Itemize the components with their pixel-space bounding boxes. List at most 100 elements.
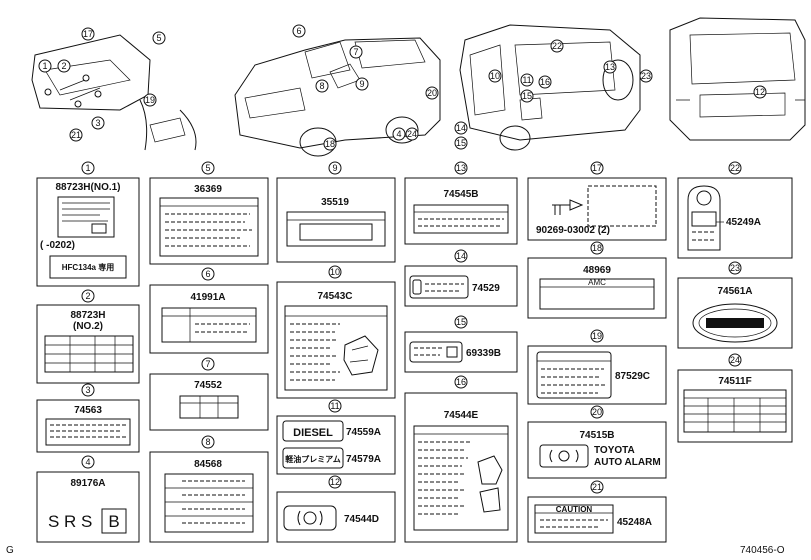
svg-text:41991A: 41991A: [190, 292, 225, 303]
svg-text:CAUTION: CAUTION: [556, 505, 593, 514]
panel-16: 16 74544E: [404, 375, 518, 543]
callout-6: 6: [292, 24, 306, 38]
svg-text:23: 23: [730, 263, 740, 273]
panel-20: 20 74515B TOYOTA AUTO ALARM: [527, 405, 667, 479]
illustration-vehicle-rear-open: [459, 24, 641, 151]
illustration-vehicle-rear: [669, 17, 806, 141]
svg-text:1: 1: [85, 163, 90, 173]
panel-15: 15 69339B: [404, 315, 518, 373]
svg-text:16: 16: [540, 77, 550, 87]
svg-text:9: 9: [332, 163, 337, 173]
svg-text:8: 8: [319, 81, 324, 91]
svg-text:88723H(NO.1): 88723H(NO.1): [55, 182, 120, 193]
panel-8: 8 84568: [149, 435, 269, 543]
panel-7: 7 74552: [149, 357, 269, 431]
svg-text:2: 2: [85, 291, 90, 301]
svg-text:1: 1: [42, 61, 47, 71]
callout-22: 22: [550, 39, 564, 53]
panel-19: 19 87529C: [527, 329, 667, 405]
svg-text:74552: 74552: [194, 380, 222, 391]
svg-text:74563: 74563: [74, 405, 102, 416]
svg-text:48969: 48969: [583, 265, 611, 276]
svg-text:10: 10: [330, 267, 340, 277]
svg-text:4: 4: [396, 129, 401, 139]
callout-25: 15: [454, 136, 468, 150]
panel-9: 9 35519: [276, 161, 396, 263]
svg-text:16: 16: [456, 377, 466, 387]
svg-text:45248A: 45248A: [617, 517, 652, 528]
callout-1: 1: [38, 59, 52, 73]
svg-text:74515B: 74515B: [579, 430, 614, 441]
svg-text:74579A: 74579A: [346, 454, 381, 465]
svg-text:12: 12: [755, 87, 765, 97]
svg-text:84568: 84568: [194, 459, 222, 470]
svg-text:3: 3: [85, 385, 90, 395]
panel-18: 18 48969 AMC: [527, 241, 667, 319]
svg-text:TOYOTA: TOYOTA: [594, 445, 635, 456]
svg-text:2: 2: [61, 61, 66, 71]
svg-text:13: 13: [605, 62, 615, 72]
callout-5: 5: [152, 31, 166, 45]
panel-3: 3 74563: [36, 383, 140, 453]
svg-text:15: 15: [456, 138, 466, 148]
callout-9: 9: [355, 77, 369, 91]
svg-text:19: 19: [592, 331, 602, 341]
svg-text:6: 6: [205, 269, 210, 279]
svg-text:88723H: 88723H: [70, 310, 105, 321]
panel-10: 10 74543C: [276, 265, 396, 399]
svg-text:4: 4: [85, 457, 90, 467]
panel-17: 17 90269-03002 (2): [527, 161, 667, 241]
svg-text:HFC134a 専用: HFC134a 専用: [62, 262, 114, 272]
svg-text:9: 9: [359, 79, 364, 89]
svg-text:21: 21: [592, 482, 602, 492]
svg-text:36369: 36369: [194, 184, 222, 195]
callout-4: 4: [392, 127, 406, 141]
svg-text:6: 6: [296, 26, 301, 36]
panel-2: 2 88723H (NO.2): [36, 289, 140, 384]
svg-text:DIESEL: DIESEL: [293, 427, 333, 439]
svg-text:(NO.2): (NO.2): [73, 321, 103, 332]
panel-22: 22 45249A: [677, 161, 793, 259]
illustration-engine-hood: [31, 34, 197, 151]
svg-text:21: 21: [71, 130, 81, 140]
panel-4: 4 89176A S R S B: [36, 455, 140, 543]
svg-text:17: 17: [592, 163, 602, 173]
panel-23: 23 74561A: [677, 261, 793, 349]
svg-text:23: 23: [641, 71, 651, 81]
svg-text:15: 15: [522, 91, 532, 101]
footer-left-mark: G: [6, 545, 14, 556]
svg-text:90269-03002 (2): 90269-03002 (2): [536, 225, 610, 236]
panel-21: 21 CAUTION 45248A: [527, 480, 667, 543]
svg-text:74529: 74529: [472, 283, 500, 294]
figure-code: 740456-O: [740, 545, 785, 556]
callout-8: 8: [315, 79, 329, 93]
svg-text:69339B: 69339B: [466, 348, 501, 359]
svg-text:45249A: 45249A: [726, 217, 761, 228]
callout-13: 13: [603, 60, 617, 74]
callout-15: 15: [520, 89, 534, 103]
svg-text:74545B: 74545B: [443, 189, 478, 200]
callout-3: 3: [91, 116, 105, 130]
callout-2: 2: [57, 59, 71, 73]
svg-text:22: 22: [730, 163, 740, 173]
svg-text:18: 18: [592, 243, 602, 253]
callout-23: 23: [639, 69, 653, 83]
callout-7: 7: [349, 45, 363, 59]
svg-text:14: 14: [456, 123, 466, 133]
svg-text:74544E: 74544E: [444, 410, 479, 421]
svg-text:11: 11: [522, 75, 531, 85]
panel-24: 24 74511F: [677, 353, 793, 443]
svg-text:15: 15: [456, 317, 466, 327]
svg-text:B: B: [108, 512, 119, 531]
svg-text:S R S: S R S: [48, 512, 92, 531]
callout-17: 17: [81, 27, 95, 41]
svg-text:74543C: 74543C: [317, 291, 352, 302]
callout-14: 14: [454, 121, 468, 135]
svg-text:20: 20: [592, 407, 602, 417]
svg-text:7: 7: [353, 47, 358, 57]
panel-14: 14 74529: [404, 249, 518, 307]
svg-text:87529C: 87529C: [615, 371, 650, 382]
panel-5: 5 36369: [149, 161, 269, 265]
svg-text:13: 13: [456, 163, 466, 173]
svg-text:( -0202): ( -0202): [40, 240, 75, 251]
